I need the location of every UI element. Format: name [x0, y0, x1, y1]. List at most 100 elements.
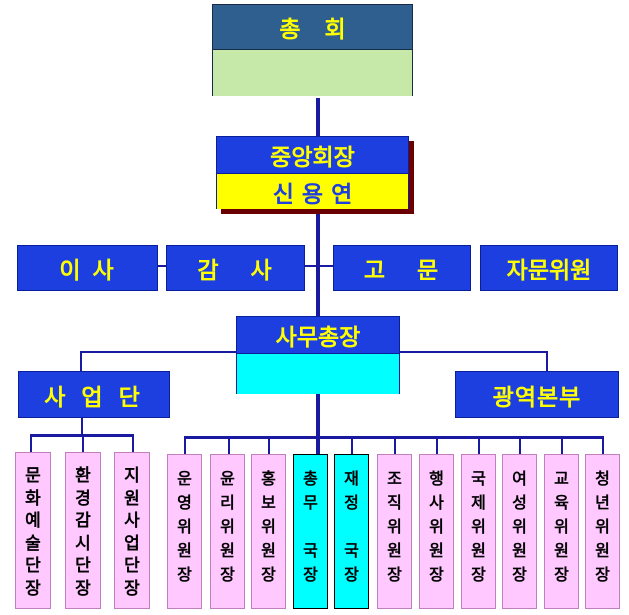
committee-char: 년 [595, 493, 610, 512]
committee-char: 장 [471, 565, 486, 584]
committee-char: 직 [387, 493, 402, 512]
unit-char: 술 [25, 533, 41, 554]
branch-drop-right [546, 351, 548, 371]
committee-char: 원 [177, 541, 192, 560]
secretary-general-box: 사무총장 [236, 316, 400, 394]
unit-char: 화 [25, 488, 41, 509]
unit-char: 문 [25, 466, 41, 486]
drop-line [228, 436, 230, 454]
committee-char: 원 [387, 541, 402, 560]
committee-char: 위 [471, 517, 486, 536]
committee-char: 위 [387, 517, 402, 536]
committee-char: 교 [554, 469, 569, 488]
chairman-name: 신 용 연 [217, 173, 408, 209]
unit-char: 단 [124, 556, 140, 577]
committee-char: 장 [220, 565, 235, 584]
committee-char: 보 [261, 493, 276, 512]
committee-char: 장 [177, 565, 192, 584]
committee-char: 위 [261, 517, 276, 536]
committee-char: 정 [344, 493, 359, 512]
committee-char: 원 [220, 541, 235, 560]
general-assembly-box: 총 회 [212, 4, 413, 96]
unit-char: 경 [75, 488, 91, 509]
committee-char: 조 [387, 469, 402, 488]
committee-char: 운 [177, 469, 192, 488]
branch-drop-left [80, 351, 82, 371]
committee-char: 원 [471, 541, 486, 560]
regional-hq-box: 광역본부 [455, 371, 619, 418]
committee-char: 위 [177, 517, 192, 536]
director-box: 이 사 [17, 245, 158, 291]
unit-char: 감 [75, 511, 91, 532]
committee-char: 국 [344, 541, 359, 560]
business-unit-box: 환 경 감 시 단 장 [65, 452, 101, 609]
committee-char: 홍 [261, 469, 276, 488]
unit-char: 장 [25, 578, 41, 599]
general-assembly-title: 총 회 [213, 5, 412, 49]
unit-char: 단 [25, 556, 41, 577]
committee-char: 성 [512, 493, 527, 512]
advisor-connector-line [305, 265, 333, 267]
drop-line [602, 436, 604, 454]
drop-line [478, 436, 480, 454]
unit-char: 단 [75, 556, 91, 577]
unit-char: 사 [124, 511, 140, 532]
drop-line [561, 436, 563, 454]
unit-char: 지 [124, 466, 140, 486]
committee-char: 무 [303, 493, 318, 512]
committee-char: 영 [177, 493, 192, 512]
chairman-title: 중앙회장 [217, 137, 408, 173]
committee-char: 위 [554, 517, 569, 536]
chairman-box: 중앙회장 신 용 연 [216, 136, 409, 209]
committee-char: 장 [344, 565, 359, 584]
unit-char: 원 [124, 488, 140, 509]
secretary-general-title: 사무총장 [237, 317, 399, 353]
business-unit-box: 문 화 예 술 단 장 [15, 452, 51, 609]
committee-char: 국 [471, 469, 486, 488]
committee-char: 원 [595, 541, 610, 560]
drop-line [351, 436, 353, 454]
unit-char: 환 [75, 466, 91, 486]
committee-char: 위 [429, 517, 444, 536]
drop-line [184, 436, 186, 454]
committee-char: 여 [512, 469, 527, 488]
committee-char: 국 [303, 541, 318, 560]
drop-line [268, 436, 270, 454]
committee-char: 장 [387, 565, 402, 584]
unit-char: 장 [75, 578, 91, 599]
committee-char: 원 [261, 541, 276, 560]
committee-char: 위 [512, 517, 527, 536]
advisor-box: 고 문 [333, 245, 471, 291]
consultant-box: 자문위원 [480, 245, 618, 291]
committee-char: 청 [595, 469, 610, 488]
committee-char: 장 [595, 565, 610, 584]
committee-char: 육 [554, 493, 569, 512]
committee-char: 윤 [220, 469, 235, 488]
committee-char: 위 [595, 517, 610, 536]
business-units-trunk [81, 418, 83, 436]
unit-char: 업 [124, 533, 140, 554]
committee-char: 총 [303, 469, 318, 488]
committee-char: 장 [429, 565, 444, 584]
committee-char: 원 [429, 541, 444, 560]
advisor-connector-line [158, 265, 166, 267]
committee-char: 리 [220, 493, 235, 512]
committee-char: 원 [554, 541, 569, 560]
drop-line [519, 436, 521, 454]
business-group-box: 사 업 단 [18, 371, 170, 418]
unit-char: 장 [124, 578, 140, 599]
committee-char: 장 [554, 565, 569, 584]
committee-char: 원 [512, 541, 527, 560]
general-assembly-body [213, 49, 412, 96]
